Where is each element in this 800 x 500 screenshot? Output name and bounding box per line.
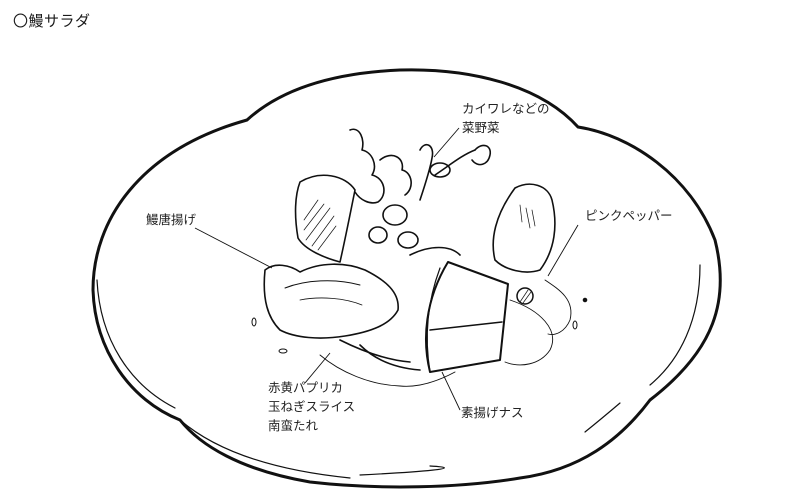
leader-eel — [194, 227, 273, 269]
label-pepper: ピンクペッパー — [585, 206, 673, 225]
label-sauce-line-2: 玉ねぎスライス — [268, 399, 356, 414]
label-pepper-line-1: ピンクペッパー — [585, 208, 673, 223]
leader-sauce — [304, 352, 331, 384]
label-sauce-line-3: 南蛮たれ — [268, 418, 319, 433]
leader-eggplant — [441, 371, 461, 411]
leader-pepper — [547, 224, 579, 277]
label-greens-line-2: 菜野菜 — [462, 120, 500, 135]
label-eel-line-1: 鰻唐揚げ — [146, 212, 197, 227]
leader-lines — [194, 127, 579, 411]
label-greens-line-1: カイワレなどの — [462, 101, 550, 116]
label-eel: 鰻唐揚げ — [146, 210, 196, 229]
label-greens: カイワレなどの 菜野菜 — [462, 99, 550, 137]
label-sauce: 赤黄パプリカ 玉ねぎスライス 南蛮たれ — [268, 378, 355, 435]
food-pile — [251, 128, 588, 387]
label-eggplant: 素揚げナス — [461, 403, 524, 422]
page-title: 〇鰻サラダ — [13, 12, 91, 30]
plate-outline — [91, 68, 722, 489]
leader-greens — [433, 127, 460, 158]
label-sauce-line-1: 赤黄パプリカ — [268, 380, 344, 395]
label-eggplant-line-1: 素揚げナス — [461, 405, 524, 420]
